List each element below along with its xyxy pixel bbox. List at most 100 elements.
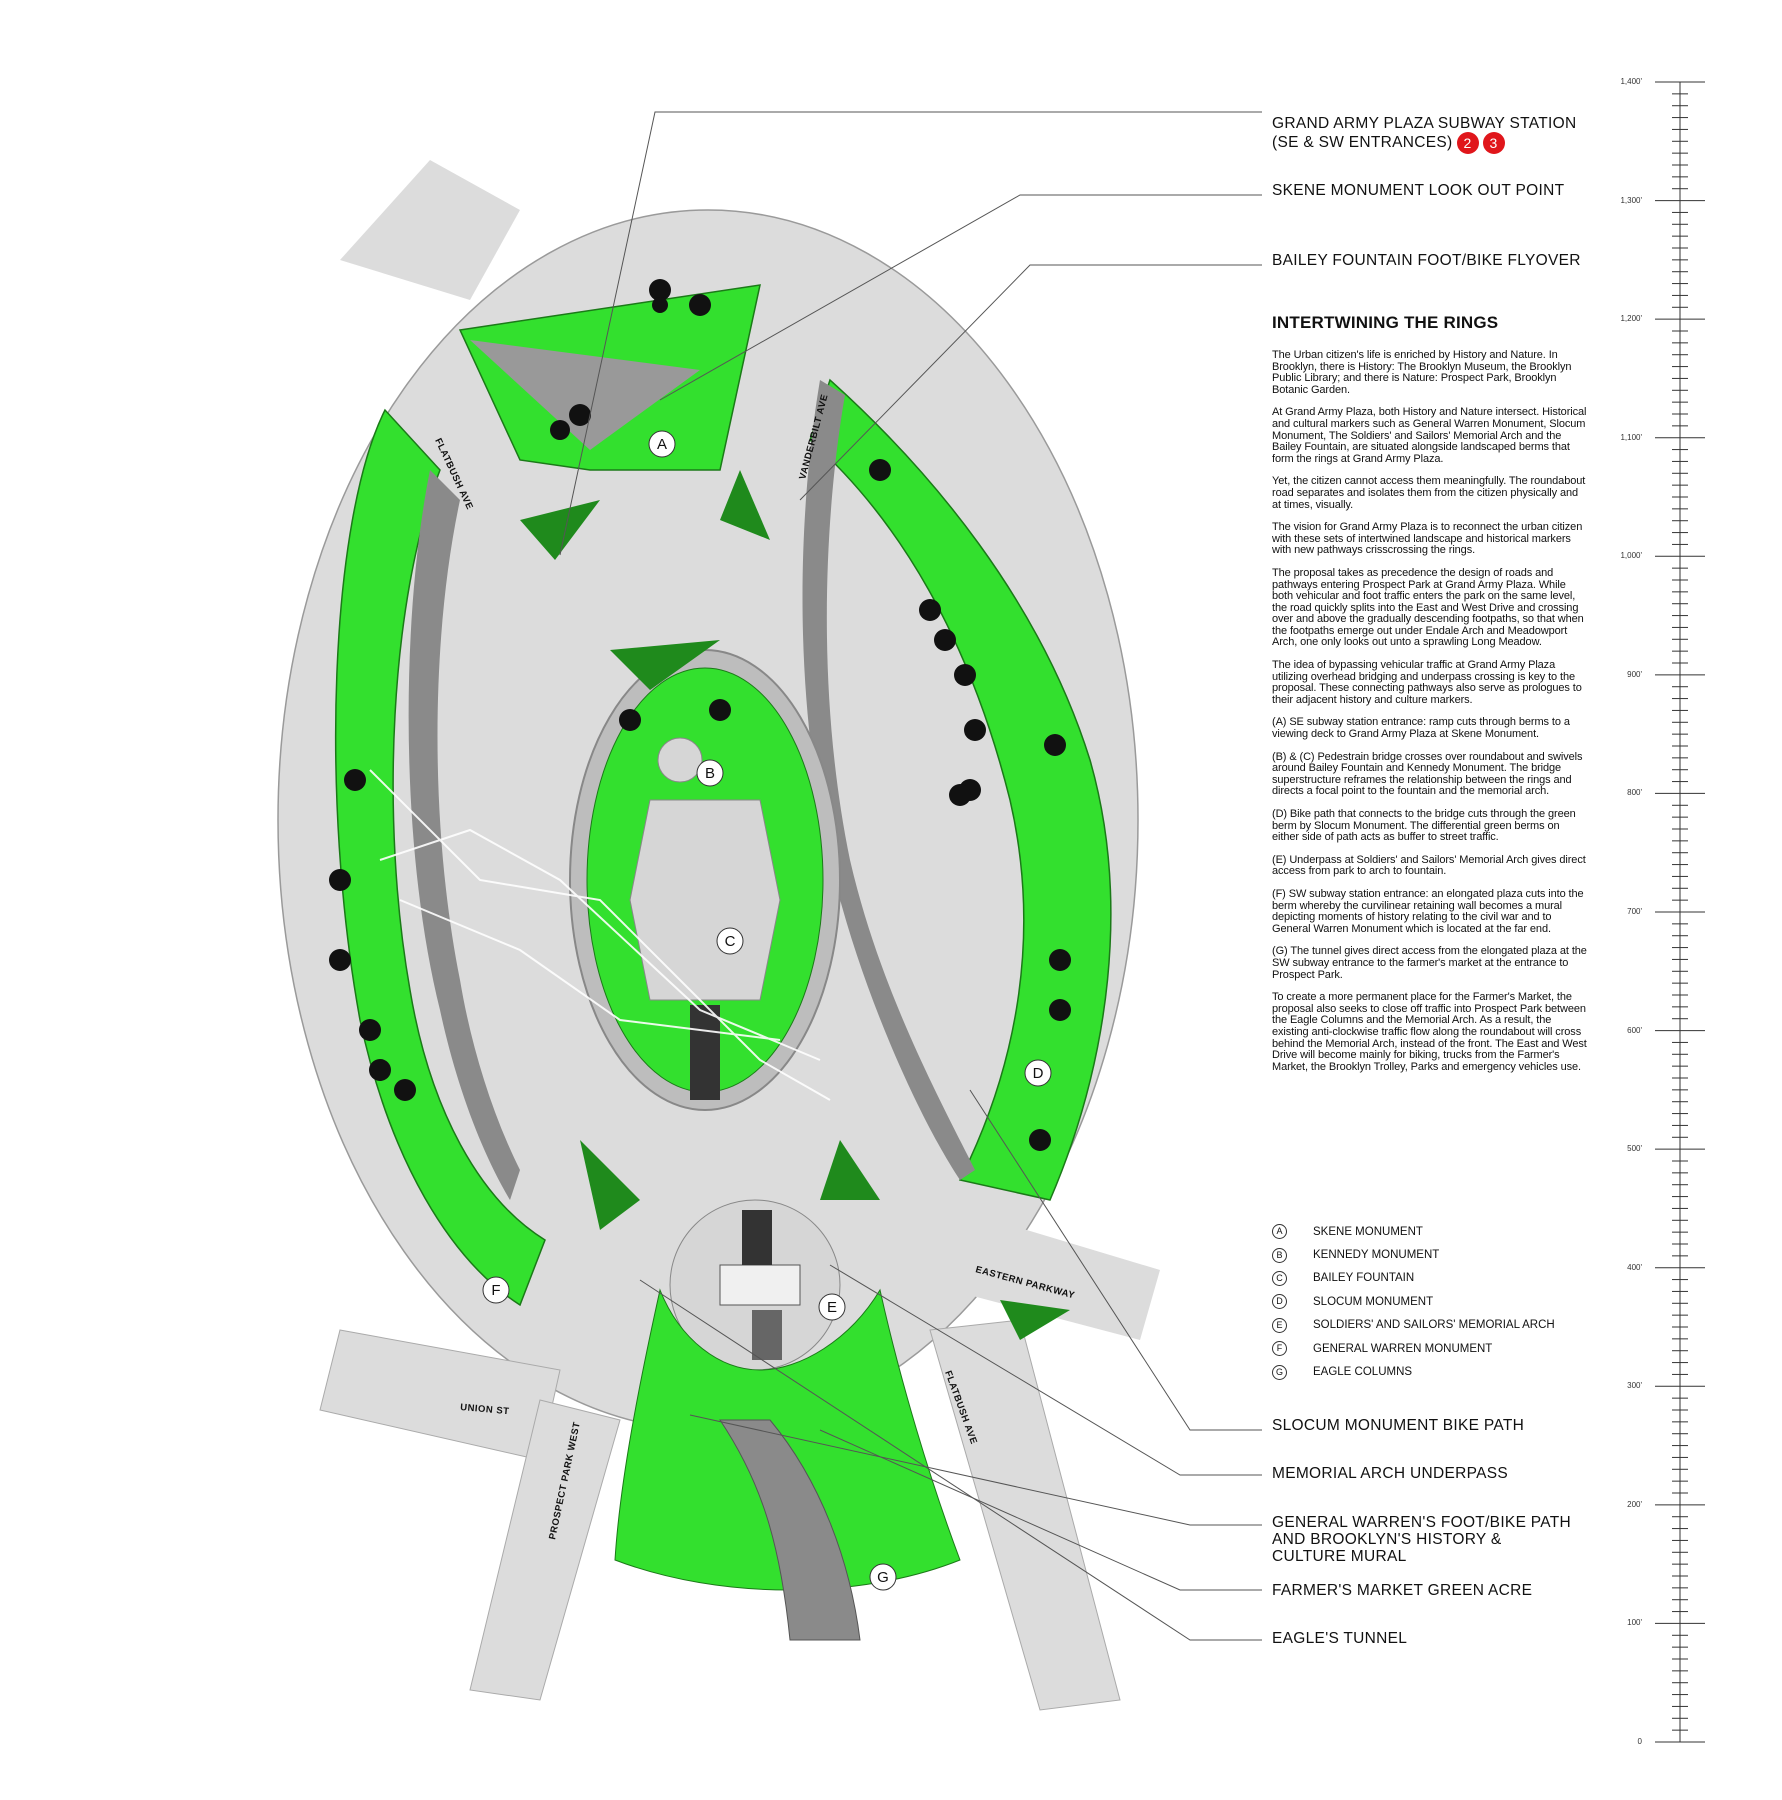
legend-item: F GENERAL WARREN MONUMENT	[1272, 1337, 1555, 1360]
marker-g: G	[869, 1563, 897, 1591]
description-text: The Urban citizen's life is enriched by …	[1272, 349, 1587, 1084]
traffic-island	[520, 500, 600, 560]
scale-label: 1,000'	[1620, 551, 1642, 561]
eastern-parkway-road	[950, 1210, 1160, 1340]
scale-label: 100'	[1627, 1618, 1642, 1628]
svg-text:C: C	[725, 933, 736, 950]
callout-subway-text: GRAND ARMY PLAZA SUBWAY STATION (SE & SW…	[1272, 115, 1577, 152]
scale-label: 400'	[1627, 1262, 1642, 1272]
svg-text:F: F	[491, 1282, 500, 1299]
street-union: UNION ST	[460, 1402, 510, 1417]
traffic-island	[580, 1140, 640, 1230]
paragraph: (F) SW subway station entrance: an elong…	[1272, 887, 1584, 935]
memorial-arch	[719, 1264, 801, 1306]
legend-key: C	[1272, 1270, 1287, 1286]
legend-key: A	[1272, 1224, 1287, 1240]
ppw-road	[469, 1399, 621, 1701]
farmers-market-green	[614, 1288, 961, 1591]
callout-eagles-tunnel: EAGLE'S TUNNEL	[1272, 1630, 1408, 1647]
svg-text:D: D	[1033, 1065, 1044, 1082]
legend-label: EAGLE COLUMNS	[1313, 1366, 1413, 1379]
paragraph: The Urban citizen's life is enriched by …	[1272, 349, 1572, 396]
scale-label: 500'	[1627, 1144, 1642, 1154]
svg-text:E: E	[827, 1299, 837, 1316]
scale-label: 1,300'	[1620, 195, 1642, 205]
paragraph: (G) The tunnel gives direct access from …	[1272, 945, 1587, 981]
paragraph: The proposal takes as precedence the des…	[1272, 566, 1584, 649]
legend-item: E SOLDIERS' AND SAILORS' MEMORIAL ARCH	[1272, 1314, 1555, 1337]
svg-text:G: G	[877, 1569, 889, 1586]
callout-slocum-bike-path: SLOCUM MONUMENT BIKE PATH	[1272, 1417, 1525, 1434]
legend-key: G	[1272, 1364, 1287, 1380]
paragraph: Yet, the citizen cannot access them mean…	[1272, 475, 1586, 511]
paragraph: To create a more permanent place for the…	[1272, 991, 1587, 1073]
paragraph: (B) & (C) Pedestrain bridge crosses over…	[1272, 750, 1583, 798]
scale-label: 600'	[1627, 1025, 1642, 1035]
scale-label: 800'	[1627, 788, 1642, 798]
scale-label: 900'	[1627, 669, 1642, 679]
marker-d: D	[1024, 1059, 1052, 1087]
traffic-island	[720, 470, 770, 540]
north-ramp	[470, 340, 700, 450]
scale-label: 200'	[1627, 1499, 1642, 1509]
legend-key: B	[1272, 1247, 1287, 1263]
scale-label: 300'	[1627, 1381, 1642, 1391]
marker-c: C	[716, 927, 744, 955]
callout-leaders	[559, 111, 1262, 1641]
paragraph: The idea of bypassing vehicular traffic …	[1272, 659, 1582, 706]
fountain-path	[690, 1005, 720, 1100]
callout-bailey-flyover: BAILEY FOUNTAIN FOOT/BIKE FLYOVER	[1272, 252, 1581, 269]
arch-underpass-south	[752, 1310, 782, 1360]
scale-label: 1,400'	[1620, 77, 1642, 86]
subway-line-3-badge: 3	[1482, 132, 1505, 154]
callout-memorial-arch-underpass: MEMORIAL ARCH UNDERPASS	[1272, 1465, 1508, 1482]
callout-general-warren-path: GENERAL WARREN'S FOOT/BIKE PATH AND BROO…	[1272, 1514, 1572, 1565]
legend-key: D	[1272, 1294, 1287, 1310]
callout-skene-lookout: SKENE MONUMENT LOOK OUT POINT	[1272, 182, 1565, 199]
fountain-plaza	[629, 799, 781, 1001]
marker-e: E	[818, 1293, 846, 1321]
subway-line-2-badge: 2	[1456, 132, 1479, 154]
marker-b: B	[696, 759, 724, 787]
legend-item: B KENNEDY MONUMENT	[1272, 1243, 1555, 1266]
paragraph: The vision for Grand Army Plaza is to re…	[1272, 521, 1583, 557]
legend-label: KENNEDY MONUMENT	[1313, 1249, 1440, 1262]
arch-underpass-north	[742, 1210, 772, 1265]
paragraph: (D) Bike path that connects to the bridg…	[1272, 808, 1576, 844]
east-bike-path	[802, 380, 975, 1180]
svg-text:B: B	[705, 765, 715, 782]
legend-label: SOLDIERS' AND SAILORS' MEMORIAL ARCH	[1313, 1319, 1555, 1332]
paragraph: At Grand Army Plaza, both History and Na…	[1272, 406, 1587, 465]
legend-key: E	[1272, 1317, 1287, 1333]
kennedy-monument-plaza	[657, 737, 703, 783]
flatbush-north-road	[340, 160, 520, 300]
legend-item: A SKENE MONUMENT	[1272, 1220, 1555, 1243]
scale-label: 0	[1637, 1737, 1642, 1746]
traffic-island	[610, 640, 720, 690]
west-ramp	[408, 470, 520, 1200]
paragraph: (E) Underpass at Soldiers' and Sailors' …	[1272, 853, 1586, 878]
callout-subway-station: GRAND ARMY PLAZA SUBWAY STATION (SE & SW…	[1272, 98, 1576, 154]
tree-group	[329, 279, 1071, 1151]
legend-label: SKENE MONUMENT	[1313, 1225, 1423, 1238]
scale-bar: 1,400'1,300'1,200'1,100'1,000'900'800'70…	[1600, 60, 1782, 1760]
traffic-island	[1000, 1300, 1070, 1340]
east-berm	[809, 378, 1112, 1201]
pedestrian-bridge	[369, 769, 831, 1101]
west-berm	[334, 408, 546, 1307]
scale-label: 700'	[1627, 907, 1642, 916]
legend-key: F	[1272, 1341, 1287, 1357]
legend-label: GENERAL WARREN MONUMENT	[1313, 1342, 1493, 1355]
scale-ruler	[1655, 81, 1705, 1743]
eagles-tunnel	[719, 1419, 861, 1641]
scale-label: 1,200'	[1620, 314, 1642, 324]
section-heading: INTERTWINING THE RINGS	[1272, 313, 1499, 332]
paragraph: (A) SE subway station entrance: ramp cut…	[1272, 716, 1570, 741]
traffic-island	[820, 1140, 880, 1200]
legend-item: G EAGLE COLUMNS	[1272, 1360, 1555, 1383]
svg-text:A: A	[657, 436, 667, 453]
